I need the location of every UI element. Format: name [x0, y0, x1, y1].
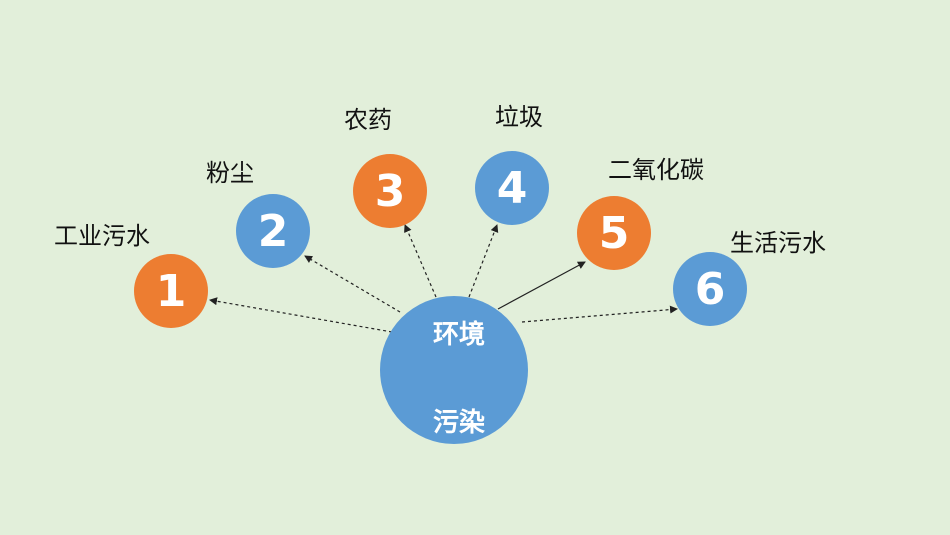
node-4-number: 4: [496, 162, 528, 214]
arrow-to-node-3: [404, 224, 437, 298]
node-2-circle: 2: [236, 194, 310, 268]
node-5-number: 5: [598, 207, 630, 259]
center-label-line2: 污染: [433, 408, 486, 438]
node-2-label: 粉尘: [206, 159, 254, 187]
node-1-circle: 1: [134, 254, 208, 328]
node-3-circle: 3: [353, 154, 427, 228]
node-6-label: 生活污水: [730, 229, 826, 257]
node-6-number: 6: [694, 263, 726, 315]
node-2-number: 2: [257, 205, 289, 257]
node-4-circle: 4: [475, 151, 549, 225]
arrow-to-node-6: [521, 305, 678, 323]
arrow-to-node-5: [497, 261, 586, 310]
node-4-label: 垃圾: [495, 103, 543, 131]
node-5-label: 二氧化碳: [608, 156, 704, 184]
node-1-number: 1: [155, 265, 187, 317]
node-6-circle: 6: [673, 252, 747, 326]
node-3-label: 农药: [344, 106, 392, 134]
node-3-number: 3: [374, 165, 406, 217]
arrow-to-node-1: [209, 297, 393, 333]
node-1-label: 工业污水: [54, 222, 150, 250]
arrow-to-node-4: [468, 224, 499, 298]
center-label-line1: 环境: [433, 320, 486, 350]
arrow-to-node-2: [304, 255, 401, 313]
center-circle: [380, 296, 528, 444]
node-5-circle: 5: [577, 196, 651, 270]
